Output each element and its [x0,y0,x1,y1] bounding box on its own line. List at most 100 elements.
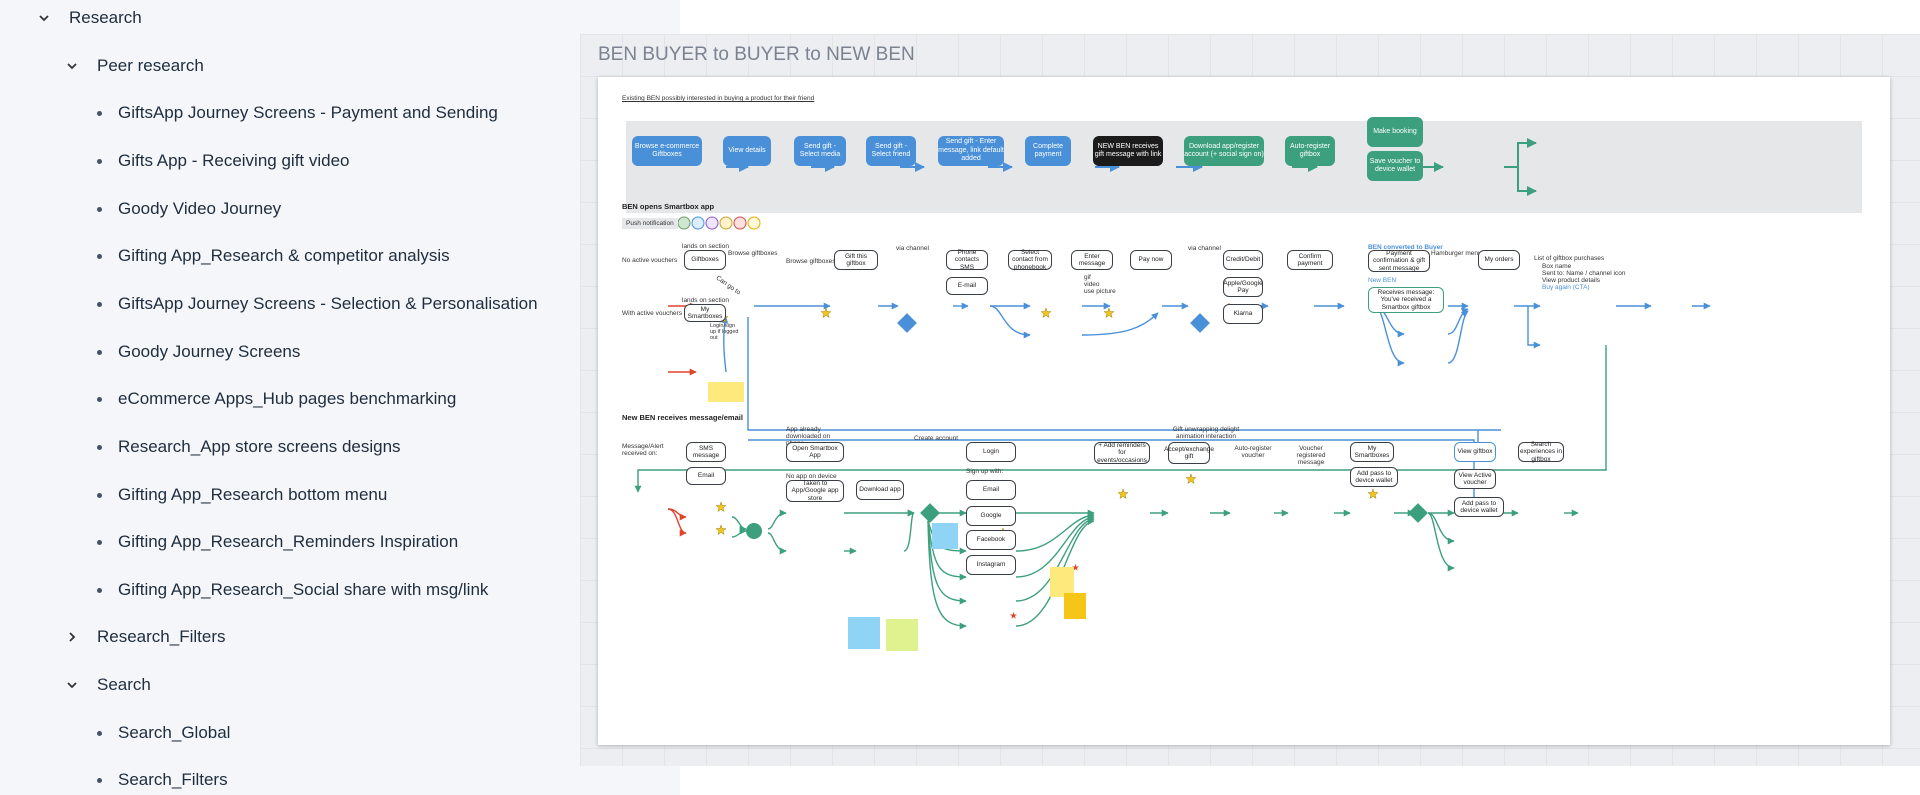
decision-diamonds [746,313,1428,539]
list-item: gif [1084,274,1091,281]
tree-item-label: Gifting App_Research_Social share with m… [118,580,489,599]
tree-item-page[interactable]: Gifting App_Research bottom menu [0,480,387,510]
flow-node[interactable]: Taken to App/Google app store [786,480,844,502]
chevron-down-icon[interactable] [65,59,79,73]
sticky-note[interactable] [932,523,958,549]
tree-item-page[interactable]: GiftsApp Journey Screens - Selection & P… [0,289,538,319]
flow1-node[interactable]: Complete payment [1025,136,1071,166]
push-notification-label[interactable]: Push notification [622,218,678,229]
tree-item-page[interactable]: Goody Journey Screens [0,337,300,367]
list-item[interactable]: Buy again (CTA) [1542,284,1590,291]
tree-item-page[interactable]: Gifting App_Research & competitor analys… [0,241,450,271]
flow1-node[interactable]: Send gift - Select friend [866,136,916,166]
tree-item-peer-research[interactable]: Peer research [0,51,204,81]
tree-item-page[interactable]: Search_Global [0,718,230,748]
junction-circle [746,523,762,539]
flow-node[interactable]: E-mail [946,277,988,295]
tree-item-page[interactable]: Gifting App_Research_Social share with m… [0,575,488,605]
flow-node[interactable]: Facebook [966,530,1016,550]
chevron-down-icon[interactable] [65,678,79,692]
board-note[interactable]: Existing BEN possibly interested in buyi… [622,95,815,102]
flow-node[interactable]: Open Smartbox App [786,442,844,462]
tree-item-page[interactable]: Goody Video Journey [0,194,281,224]
flow-node[interactable]: Credit/Debit [1223,250,1263,270]
chevron-down-icon[interactable] [37,11,51,25]
flow-node[interactable]: Email [966,480,1016,500]
tree-item-page[interactable]: Research_App store screens designs [0,432,401,462]
flow-node[interactable]: Download app [856,480,904,500]
tree-item-label: Search [97,675,151,694]
flow-node[interactable]: My orders [1478,250,1520,270]
flow1-node[interactable]: Send gift - Select media [794,136,846,166]
flow-node[interactable]: My Smartboxes [1350,442,1394,462]
tree-item-label: Research [69,8,142,27]
frame-title[interactable]: BEN BUYER to BUYER to NEW BEN [598,44,915,65]
star-icon [715,524,727,536]
flow-node[interactable]: View giftbox [1454,442,1496,462]
flow-node[interactable]: Email [686,467,726,485]
tree-item-page[interactable]: Search_Filters [0,765,228,795]
flow-node[interactable]: Gift this giftbox [834,250,878,270]
flow1-node[interactable]: Browse e-commerce Giftboxes [632,136,702,166]
decision-diamond [1190,313,1210,333]
tree-item-research[interactable]: Research [0,3,142,33]
flow-node[interactable]: Search experiences in giftbox [1518,441,1564,463]
ring-icon [719,216,733,230]
flow-node[interactable]: Klarna [1223,304,1263,324]
flow1-node[interactable]: Make booking [1367,117,1423,147]
flow-label: Hamburger menu [1431,250,1482,257]
flow-node[interactable]: Enter message [1071,250,1113,270]
flow-node[interactable]: Giftboxes [684,250,726,270]
tree-item-label: Search_Global [118,723,231,742]
flow-node[interactable]: View Active voucher [1454,469,1496,489]
flow-node[interactable]: Login [966,442,1016,462]
flow1-node[interactable]: View details [723,136,771,166]
flow-node[interactable]: Accept/exchange gift [1164,442,1214,464]
chevron-right-icon[interactable] [65,630,79,644]
flow-node[interactable]: Select contact from phonebook [1008,249,1052,271]
tree-item-research-filters[interactable]: Research_Filters [0,622,226,652]
tree-item-search[interactable]: Search [0,670,151,700]
sticky-note[interactable] [848,617,880,649]
flow-node[interactable]: Apple/Google Pay [1223,277,1263,297]
section-title[interactable]: New BEN receives message/email [622,413,743,422]
flow-node[interactable]: Instagram [966,555,1016,575]
flow-node[interactable]: Google [966,506,1016,526]
flow1-node[interactable]: NEW BEN receives gift message with link [1093,136,1163,166]
tree-item-page[interactable]: GiftsApp Journey Screens - Payment and S… [0,98,498,128]
sticky-note[interactable] [1050,567,1074,597]
flow-node[interactable]: Phone contacts SMS [946,249,988,271]
flow-node[interactable]: Receives message: You've received a Smar… [1368,287,1444,313]
tree-item-page[interactable]: Gifts App - Receiving gift video [0,146,350,176]
sticky-note[interactable] [1064,593,1086,619]
tree-item-label: Peer research [97,56,204,75]
list-item: video [1084,281,1100,288]
flow1-node[interactable]: Send gift - Enter message, link default … [938,136,1004,166]
flow-label: Message/Alert received on: [622,443,664,457]
flow-node[interactable]: + Add reminders for events/occasions [1094,442,1150,464]
flow1-node[interactable]: Auto-register giftbox [1285,136,1335,166]
flow-node[interactable]: My Smartboxes [684,304,726,322]
bullet-icon [97,539,102,545]
flow-label: Auto-register voucher [1234,445,1272,459]
tree-item-label: Gifting App_Research_Reminders Inspirati… [118,532,459,551]
flow-node[interactable]: Add pass to device wallet [1350,467,1398,487]
tree-item-label: Search_Filters [118,770,228,789]
flow-node[interactable]: Confirm payment [1287,250,1333,270]
flow-diagram-board[interactable]: Existing BEN possibly interested in buyi… [598,77,1890,745]
flow1-node[interactable]: Download app/register account (+ social … [1184,136,1264,166]
sticky-note[interactable] [886,619,918,651]
flow-node[interactable]: Add pass to device wallet [1454,497,1504,517]
tree-item-label: Gifts App - Receiving gift video [118,151,350,170]
star-icon [1367,488,1379,500]
flow1-node[interactable]: Save voucher to device wallet [1367,151,1423,181]
tree-item-page[interactable]: eCommerce Apps_Hub pages benchmarking [0,384,456,414]
bullet-icon [97,206,102,212]
flow-node[interactable]: SMS message [686,442,726,462]
flow-node[interactable]: Payment confirmation & gift sent message [1368,250,1430,272]
section-title[interactable]: BEN opens Smartbox app [622,202,715,211]
bullet-icon [97,444,102,450]
sticky-note[interactable] [708,382,744,402]
flow-node[interactable]: Pay now [1130,250,1172,270]
tree-item-page[interactable]: Gifting App_Research_Reminders Inspirati… [0,527,458,557]
